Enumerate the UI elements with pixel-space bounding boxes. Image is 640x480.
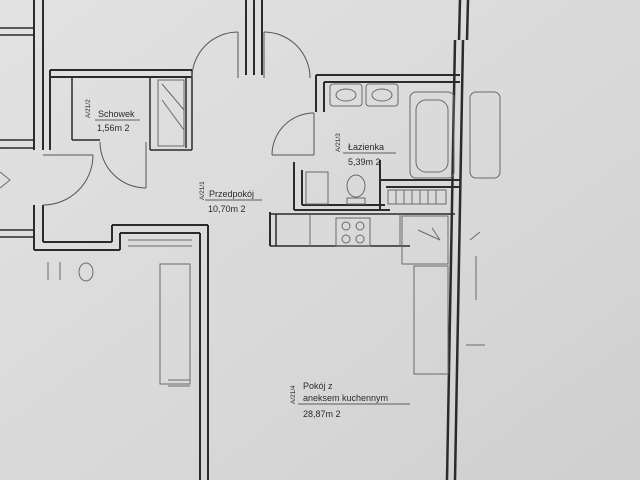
doors [42,31,315,206]
room-lazienka: A/21/3 Łazienka 5,39m 2 [335,133,396,167]
room-name-pokoj-line2: aneksem kuchennym [303,393,388,403]
room-code-lazienka: A/21/3 [335,133,342,152]
room-name-schowek: Schowek [98,109,135,119]
room-name-przedpokoj: Przedpokój [209,189,254,199]
room-schowek: A/21/2 Schowek 1,56m 2 [85,99,140,133]
room-pokoj: A/21/4 Pokój z aneksem kuchennym 28,87m … [290,381,410,419]
room-area-przedpokoj: 10,70m 2 [208,204,246,214]
room-przedpokoj: A/21/1 Przedpokój 10,70m 2 [199,181,262,214]
room-area-schowek: 1,56m 2 [97,123,130,133]
room-name-pokoj-line1: Pokój z [303,381,333,391]
walls [0,0,470,480]
room-name-lazienka: Łazienka [348,142,384,152]
room-area-pokoj: 28,87m 2 [303,409,341,419]
room-code-pokoj: A/21/4 [290,385,297,404]
room-code-przedpokoj: A/21/1 [199,181,206,200]
room-code-schowek: A/21/2 [85,99,92,118]
room-area-lazienka: 5,39m 2 [348,157,381,167]
fixtures [0,79,501,387]
